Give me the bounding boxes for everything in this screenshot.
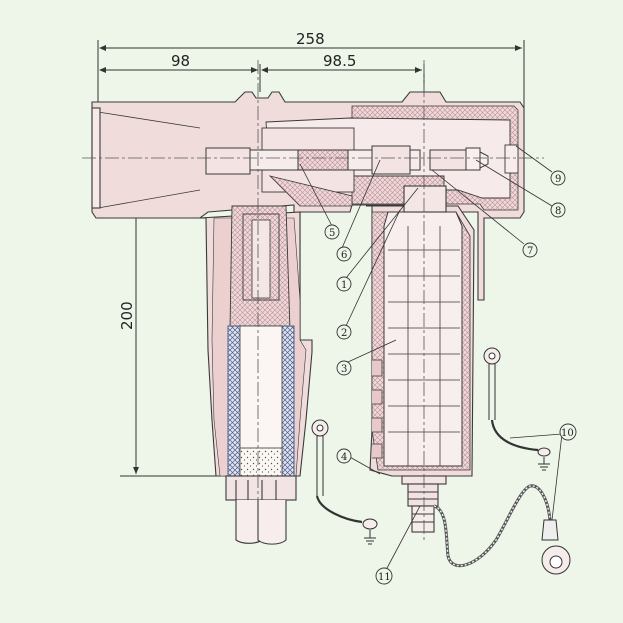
center-lines — [82, 60, 544, 540]
dim-height: 200 — [118, 301, 136, 330]
svg-text:10: 10 — [561, 428, 574, 439]
callout-11: 11 — [375, 567, 393, 585]
callout-5: 5 — [324, 224, 340, 240]
dim-right-width: 98.5 — [323, 52, 356, 70]
dim-overall-width: 258 — [296, 30, 325, 48]
svg-text:6: 6 — [341, 250, 347, 261]
svg-text:9: 9 — [555, 174, 561, 185]
callout-bubbles: 5 6 1 2 3 4 7 8 9 10 11 — [324, 170, 577, 585]
connecting-stud — [205, 145, 489, 175]
svg-text:7: 7 — [527, 246, 533, 257]
svg-text:5: 5 — [329, 228, 335, 239]
svg-text:11: 11 — [378, 572, 391, 583]
dim-left-width: 98 — [171, 52, 190, 70]
callout-leaders — [299, 145, 563, 571]
svg-text:3: 3 — [341, 364, 347, 375]
callout-2: 2 — [336, 324, 352, 340]
svg-text:4: 4 — [341, 452, 347, 463]
svg-text:1: 1 — [341, 280, 347, 291]
callout-3: 3 — [336, 360, 352, 376]
arrester-leg — [366, 185, 475, 533]
svg-text:8: 8 — [555, 206, 561, 217]
callout-7: 7 — [522, 242, 538, 258]
callout-8: 8 — [550, 202, 566, 218]
callout-4: 4 — [336, 448, 352, 464]
cable-leg — [199, 205, 313, 545]
callout-6: 6 — [336, 246, 352, 262]
callout-10: 10 — [559, 423, 577, 441]
callout-1: 1 — [336, 276, 352, 292]
callout-9: 9 — [550, 170, 566, 186]
ground-leads — [311, 347, 571, 575]
svg-text:2: 2 — [341, 328, 347, 339]
